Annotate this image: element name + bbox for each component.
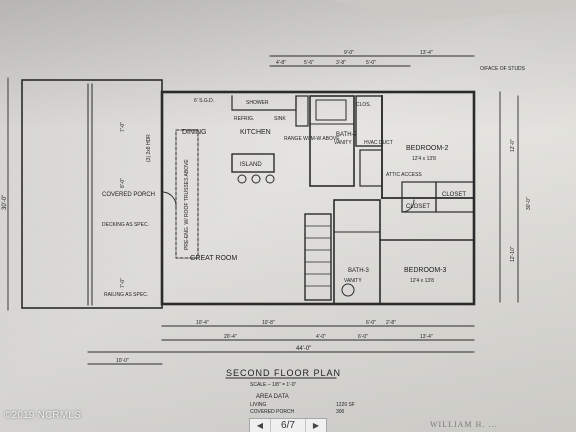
dim-top-2: 5'-6" (304, 60, 314, 66)
area-row-label-living: LIVING (250, 402, 267, 408)
dim-bottom-4: 6'-0" (358, 334, 368, 340)
note-bearing-wall: PRE-ENG. W/ ROOF TRUSSES ABOVE (184, 159, 190, 250)
dim-top-4: 5'-0" (366, 60, 376, 66)
previous-photo-button[interactable]: ◀ (250, 419, 270, 432)
area-row-value-living: 1220 SF (336, 402, 355, 408)
area-row-label-covered-porch: COVERED PORCH (250, 409, 295, 415)
dim-bottom-3: 4'-0" (316, 334, 326, 340)
photo-counter: 6/7 (270, 419, 306, 432)
room-label-great-room: GREAT ROOM (190, 255, 237, 262)
room-label-bedroom-3: BEDROOM-3 (404, 267, 447, 274)
room-label-clos: CLOS. (356, 102, 371, 108)
dim-top-6: 9'-0" (344, 50, 354, 56)
note-hvac: HVAC DUCT (364, 140, 393, 146)
photo-pager: ◀ 6/7 ▶ (0, 417, 576, 432)
chevron-right-icon: ▶ (312, 421, 320, 430)
note-vanity-2: VANITY (344, 278, 362, 284)
dim-top-3: 3'-8" (336, 60, 346, 66)
dim-left-overall: 30'-0" (2, 195, 8, 210)
copyright-watermark: ©2019 NCRMLS (4, 410, 82, 421)
dim-top-5: 13'-4" (420, 50, 433, 56)
note-door: 6' S.G.D. (194, 98, 214, 104)
room-label-closet-1: CLOSET (442, 192, 466, 198)
dim-bottom-5: 2'-8" (386, 320, 396, 326)
room-label-shower: SHOWER (246, 100, 269, 106)
room-label-closet-2: CLOSET (406, 204, 430, 210)
plan-scale: SCALE – 1/8" = 1'-0" (250, 382, 297, 388)
dim-porch-height-1: 8'-0" (120, 178, 126, 188)
dim-right-3: 12'-10" (510, 246, 516, 262)
pager-controls: ◀ 6/7 ▶ (249, 417, 327, 432)
island-shape (231, 153, 275, 173)
note-attic: ATTIC ACCESS (386, 172, 422, 178)
room-label-dining: DINING (182, 129, 207, 136)
chevron-left-icon: ◀ (256, 421, 264, 430)
note-beam: (3) 2x8 HDR (146, 134, 152, 162)
note-face-of-studs: O/FACE OF STUDS (480, 66, 526, 72)
plan-title: SECOND FLOOR PLAN (226, 368, 341, 378)
sheet-tag: WILLIAM H. ... (430, 420, 498, 429)
note-decking: DECKING AS SPEC. (102, 222, 149, 228)
dim-bottom-1: 10'-4" (196, 320, 209, 326)
note-refrig: REFRIG. (234, 116, 254, 122)
room-label-island: ISLAND (240, 162, 262, 168)
dim-bottom-7: 6'-0" (366, 320, 376, 326)
room-label-bath-3: BATH-3 (348, 268, 370, 274)
room-label-bath-2: BATH-2 (336, 132, 358, 138)
room-label-covered-porch: COVERED PORCH (102, 192, 155, 198)
dim-right-1: 12'-0" (510, 139, 516, 152)
dim-porch-width: 10'-0" (116, 358, 129, 364)
dim-porch-height-2: 7'-0" (120, 122, 126, 132)
room-label-bedroom-2: BEDROOM-2 (406, 145, 449, 152)
note-range: RANGE W/ M-W ABOVE (284, 136, 340, 142)
room-size-bedroom-2: 12'4 x 13'8 (412, 156, 436, 162)
dim-top-1: 4'-8" (276, 60, 286, 66)
area-data-heading: AREA DATA (256, 394, 289, 400)
note-vanity-1: VANITY (334, 140, 352, 146)
room-size-bedroom-3: 12'4 x 13'8 (410, 278, 434, 284)
room-label-kitchen: KITCHEN (240, 129, 271, 136)
stair-shape (304, 213, 332, 301)
dim-bottom-8: 13'-4" (420, 334, 433, 340)
note-sink: SINK (274, 116, 286, 122)
next-photo-button[interactable]: ▶ (306, 419, 326, 432)
dim-overall-width: 44'-0" (296, 346, 311, 352)
dim-bottom-6: 20'-4" (224, 334, 237, 340)
note-railing: RAILING AS SPEC. (104, 292, 148, 298)
dim-right-2: 30'-0" (526, 197, 532, 210)
area-row-value-covered-porch: 300 (336, 409, 345, 415)
dim-porch-height-3: 7'-0" (120, 278, 126, 288)
dim-bottom-2: 10'-8" (262, 320, 275, 326)
